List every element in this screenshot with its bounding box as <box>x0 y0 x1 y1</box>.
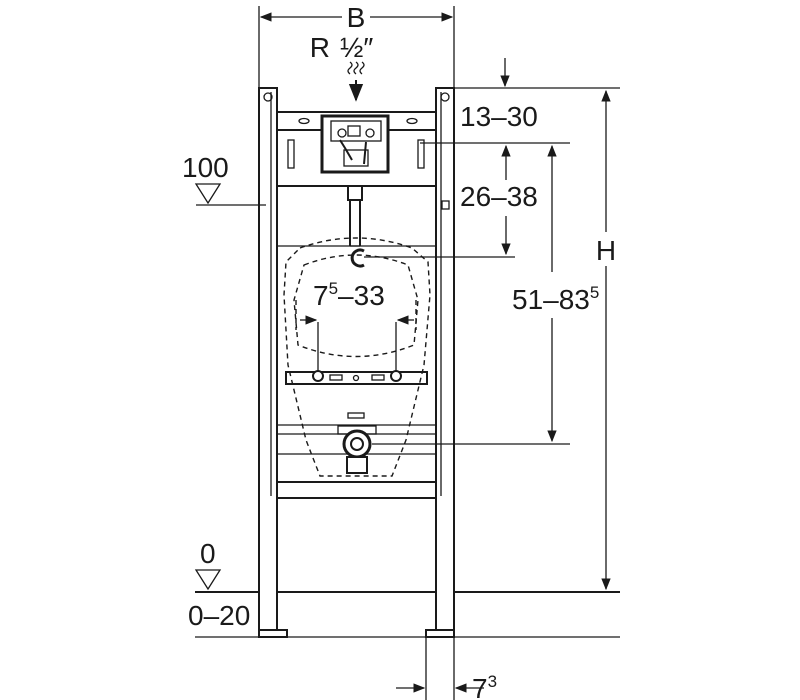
frame-posts <box>258 87 455 638</box>
floor-range-label: 0–20 <box>188 600 250 631</box>
flush-valve-box <box>320 114 390 174</box>
valve-range-label: 26–38 <box>460 181 538 212</box>
triangle-level-icon <box>194 183 222 205</box>
dimension-valve-range: 26–38 <box>364 142 570 258</box>
outlet-range-label: 51–835 <box>512 283 599 315</box>
frame-rails <box>276 111 450 499</box>
supply-connection-label: R ½″ <box>310 32 373 102</box>
dimension-width: B <box>258 2 455 88</box>
dimension-height: H <box>596 89 616 591</box>
dimension-depth: 73 <box>396 637 497 700</box>
depth-label: 73 <box>472 672 497 700</box>
floor-range: 0–20 <box>188 600 250 631</box>
height-label: H <box>596 235 616 266</box>
dimension-bracket-spacing: 75–33 <box>300 279 414 325</box>
thread-size-label: ½″ <box>340 32 373 63</box>
wavy-arrow-icon <box>347 61 365 75</box>
thread-label: R <box>310 32 330 63</box>
supply-pipe <box>347 185 365 268</box>
dimension-top-offset: 13–30 <box>454 58 620 132</box>
width-label: B <box>347 2 366 33</box>
dimension-outlet-range: 51–835 <box>372 144 599 445</box>
drain-outlet <box>337 425 377 474</box>
level-100-label: 100 <box>182 152 229 183</box>
level-100-marker: 100 <box>182 152 266 206</box>
level-0-label: 0 <box>200 538 216 569</box>
top-offset-label: 13–30 <box>460 101 538 132</box>
level-0-marker: 0 <box>194 538 222 591</box>
bracket-spacing-label: 75–33 <box>313 279 385 311</box>
urinal-outline <box>283 237 431 477</box>
triangle-level-icon <box>194 569 222 591</box>
